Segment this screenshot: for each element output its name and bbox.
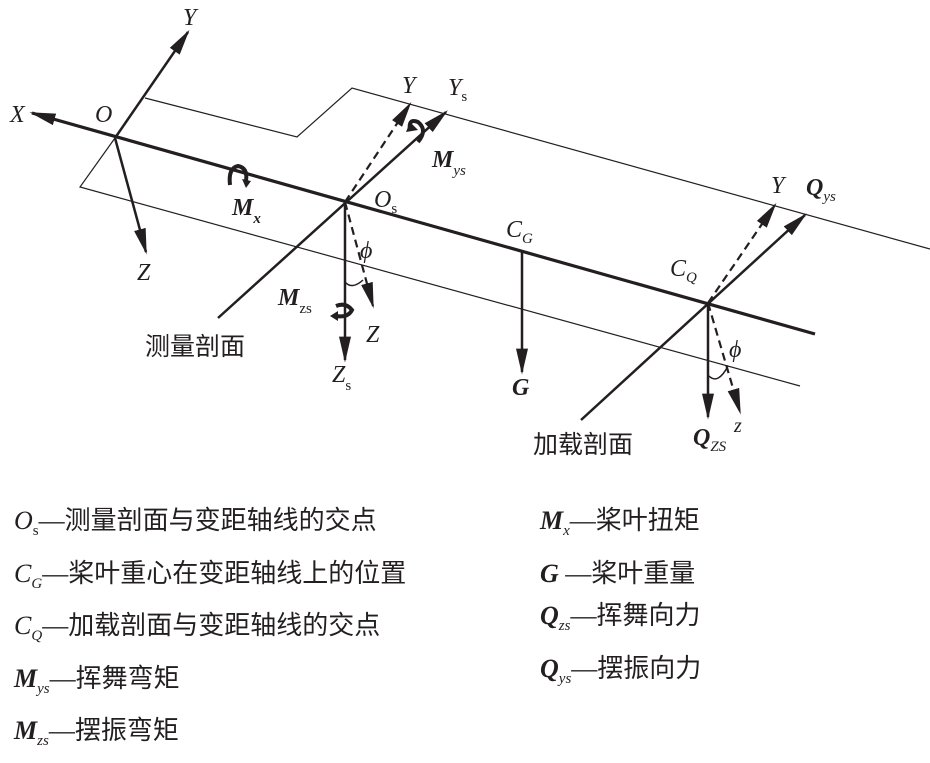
measurement-section-label: 测量剖面	[145, 333, 245, 361]
mzs-label: Mzs	[277, 285, 312, 317]
origin-label: O	[95, 102, 112, 128]
blade-load-diagram: X O Y Z Mx Os Y Ys Mys ϕ Mzs Z Zs 测量剖面 C…	[9, 5, 930, 459]
qzs-label: QZS	[693, 425, 727, 455]
z-axis-arrow	[113, 137, 148, 255]
legend-left: Os—测量剖面与变距轴线的交点 CG—桨叶重心在变距轴线上的位置 CQ—加载剖面…	[14, 500, 406, 763]
phi-arc	[344, 279, 364, 287]
qys-label: Qys	[806, 175, 836, 205]
legend-item: CQ—加载剖面与变距轴线的交点	[14, 611, 381, 644]
ys-label: Ys	[448, 75, 467, 105]
legend-item: CG—桨叶重心在变距轴线上的位置	[14, 558, 407, 592]
y-label-measurement: Y	[402, 73, 418, 99]
z-label-measurement: Z	[366, 322, 380, 348]
z-axis-label: Z	[137, 260, 151, 286]
os-label: Os	[374, 187, 397, 217]
legend-right: Mx—桨叶扭矩 G —桨叶重量 Qzs—挥舞向力 Qys—摆振向力	[540, 500, 701, 700]
zs-label: Zs	[332, 362, 351, 394]
legend-item: Qzs—挥舞向力	[540, 601, 701, 634]
legend-item: Mys—挥舞弯矩	[14, 663, 180, 697]
y-axis-label: Y	[183, 5, 199, 31]
z-dashed-arrow	[343, 201, 375, 309]
y-label-loading: Y	[771, 173, 787, 199]
legend-item: Mx—桨叶扭矩	[540, 506, 700, 539]
y-axis-arrow	[113, 29, 190, 139]
mx-label: Mx	[231, 195, 261, 227]
legend-item: Mzs—摆振弯矩	[14, 716, 179, 749]
z-dashed-arrow-loading	[706, 302, 742, 415]
cg-label: CG	[506, 217, 533, 247]
loading-section-label: 加载剖面	[533, 431, 633, 459]
legend-item: Os—测量剖面与变距轴线的交点	[14, 506, 377, 539]
cq-label: CQ	[670, 256, 697, 286]
phi-arc-loading	[708, 365, 729, 380]
legend-item: G —桨叶重量	[540, 558, 696, 588]
phi-label: ϕ	[360, 238, 372, 264]
mx-moment-icon	[227, 163, 249, 186]
y-dashed-arrow-loading	[707, 202, 777, 304]
legend-item: Qys—摆振向力	[540, 653, 702, 687]
g-label: G	[512, 375, 530, 401]
mzs-moment-icon	[335, 302, 355, 319]
blade-outline-lower	[79, 137, 801, 387]
blade-outline-upper	[144, 87, 930, 250]
x-axis-arrow	[29, 111, 816, 336]
mys-label: Mys	[431, 147, 466, 179]
measurement-section-line	[217, 110, 448, 319]
phi-label-loading: ϕ	[729, 337, 741, 363]
y-dashed-arrow	[344, 101, 412, 203]
loading-section-line	[580, 213, 807, 421]
z-label-loading: z	[733, 415, 742, 437]
x-axis-label: X	[9, 102, 26, 128]
